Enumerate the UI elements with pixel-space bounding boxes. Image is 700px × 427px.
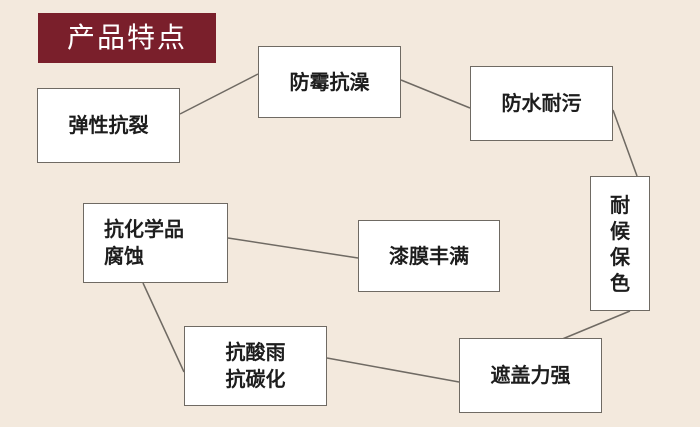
node-label: 弹性抗裂 xyxy=(68,113,149,137)
connector-kanghua-qimo xyxy=(227,237,359,259)
node-strong-hiding-power: 遮盖力强 xyxy=(459,338,602,413)
node-label: 漆膜丰满 xyxy=(389,243,469,268)
node-waterproof-stain-resistant: 防水耐污 xyxy=(470,66,613,141)
title-banner: 产品特点 xyxy=(38,13,216,63)
connector-kangsuan-kanghua xyxy=(142,282,185,373)
node-label: 抗酸雨 抗碳化 xyxy=(225,340,286,391)
node-label: 遮盖力强 xyxy=(490,363,571,387)
node-chemical-corrosion-resistant: 抗化学品 腐蚀 xyxy=(83,203,228,283)
node-full-paint-film: 漆膜丰满 xyxy=(358,220,500,292)
node-label: 防霉抗澡 xyxy=(289,69,370,94)
connector-fangmei-fangshui xyxy=(400,79,471,109)
node-elastic-crack-resistant: 弹性抗裂 xyxy=(37,88,180,163)
connector-naihou-zhegai xyxy=(559,310,631,341)
node-label: 耐候保色 xyxy=(610,192,630,295)
node-weather-color-retention: 耐候保色 xyxy=(590,176,650,311)
node-mildew-resistant: 防霉抗澡 xyxy=(258,46,401,118)
connector-fangshui-naihou xyxy=(612,109,638,177)
connector-tanxing-fangmei xyxy=(179,73,259,115)
node-acid-rain-carbonation-resistant: 抗酸雨 抗碳化 xyxy=(184,326,327,406)
node-label: 防水耐污 xyxy=(501,91,582,115)
page-title: 产品特点 xyxy=(66,21,187,54)
connector-zhegai-kangsuan xyxy=(326,357,460,383)
node-label: 抗化学品 腐蚀 xyxy=(104,217,184,268)
